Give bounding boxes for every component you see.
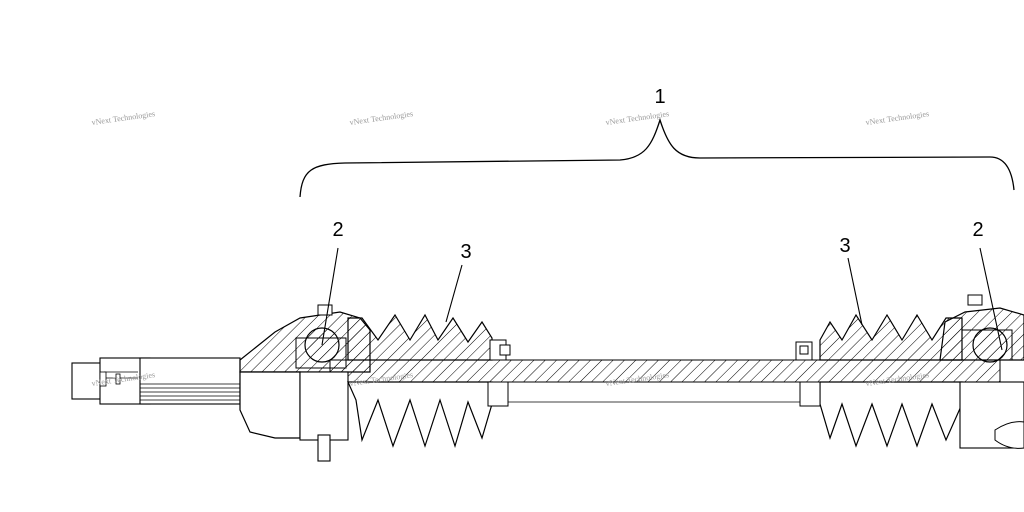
- leader-boot-right: [847, 257, 863, 326]
- assembly-brace: [299, 117, 1015, 198]
- callout-3-left: 3: [460, 241, 471, 263]
- callout-1: 1: [654, 86, 665, 108]
- leader-joint-right: [979, 247, 1003, 351]
- callout-3-right: 3: [839, 235, 850, 257]
- watermark-text: vNext Technologies: [865, 109, 930, 127]
- leader-boot-left: [445, 264, 463, 323]
- left-spline-stub: [71, 357, 241, 405]
- left-boot: [347, 313, 511, 449]
- right-joint-housing: [939, 294, 1024, 449]
- callout-2-right: 2: [972, 219, 983, 241]
- right-boot: [795, 313, 963, 448]
- right-ball-bearing: [972, 327, 1008, 363]
- callout-2-left: 2: [332, 219, 343, 241]
- left-joint-housing: [239, 304, 371, 462]
- watermark-text: vNext Technologies: [605, 109, 670, 127]
- watermark-text: vNext Technologies: [349, 109, 414, 127]
- watermark-text: vNext Technologies: [91, 109, 156, 127]
- leader-joint-left: [321, 247, 339, 346]
